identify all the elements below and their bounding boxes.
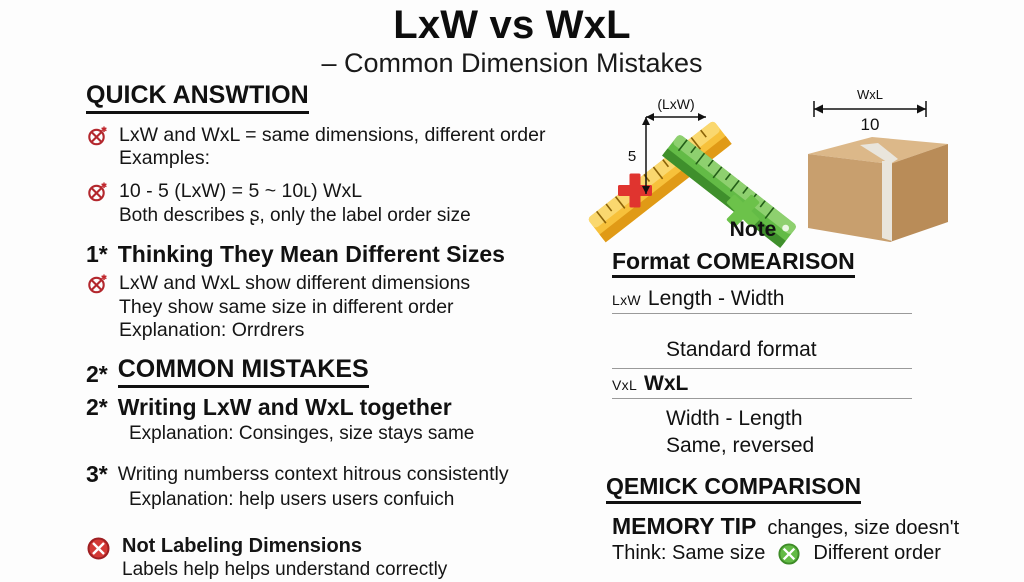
list-item: 10 - 5 (LxW) = 5 ~ 10ʟ) WxL Both describ… [86,180,556,228]
list-item-line: Both describes ʂ, only the label order s… [119,204,471,226]
point-1-section: 1* Thinking They Mean Different Sizes [86,240,556,344]
format-row-lxw-text: Length - Width [647,287,785,311]
point-3-number: 3* [86,460,108,487]
dimension-vertical-label: 5 [628,148,636,165]
header: LxW vs WxL – Common Dimension Mistakes [0,0,1024,79]
list-item-line: Explanation: Orrdrers [119,319,305,342]
box-dimension-label: WxL [857,87,883,102]
list-item-body: LxW and WxL show different dimensions Th… [119,272,556,343]
circle-x-asterisk-icon [86,272,110,296]
point-4-explanation: Labels help helps understand correctly [122,559,448,581]
format-row-lxw: LxW Length - Width [612,287,912,315]
point-2-explanation: Explanation: Consinges, size stays same [129,423,475,445]
list-item-body: LxW and WxL = same dimensions, different… [119,124,556,172]
point-3-header: 3* Writing numberss context hitrous cons… [86,460,556,487]
think-left-text: Think: Same size [612,542,766,565]
illustration-svg: 5 (LxW) [588,87,948,248]
memory-tip-text: changes, size doesn't [767,516,960,539]
standard-format-label: Standard format [666,338,817,362]
point-4-body: Not Labeling Dimensions Labels help help… [122,534,556,582]
quick-answer-heading: QUICK ANSWTION [86,81,309,114]
content-columns: QUICK ANSWTION [0,81,1024,580]
dimension-vertical [642,117,650,194]
illustration: 5 (LxW) [560,82,1020,248]
list-item-line: LxW and WxL show different dimensions [119,271,471,294]
list-item-line: LxW and WxL = same dimensions, different… [119,123,546,146]
circle-x-asterisk-icon [86,180,110,204]
quick-comparison-heading: QEMICK COMPARISON [606,473,862,504]
format-row-wxl: VxL WxL [612,367,912,399]
memory-tip-label: MEMORY TIP [612,512,757,539]
quick-comparison-section: QEMICK COMPARISON MEMORY TIP changes, si… [560,473,1020,565]
format-comparison-heading: Format COMEARISON [612,248,855,279]
quick-answer-section: QUICK ANSWTION [86,81,556,228]
page-title: LxW vs WxL [393,3,631,47]
circle-x-green-icon [777,542,801,566]
note-label: Note [729,218,777,241]
common-mistakes-number: 2* [86,361,108,388]
cross-icon [726,194,760,228]
think-right-text: Different order [813,542,941,565]
point-3-section: 3* Writing numberss context hitrous cons… [86,460,556,512]
point-2-title: Writing LxW and WxL together [117,393,452,420]
right-column: 5 (LxW) [560,82,1020,566]
dimension-horizontal-label: (LxW) [657,96,694,112]
point-4-section: Not Labeling Dimensions Labels help help… [86,534,556,582]
format-comparison-section: Format COMEARISON LxW Length - Width Sta… [560,248,1020,459]
point-2-header: 2* Writing LxW and WxL together [86,393,556,420]
cardboard-box-icon [808,137,948,242]
page-subtitle: – Common Dimension Mistakes [321,48,703,78]
list-item-line: 10 - 5 (LxW) = 5 ~ 10ʟ) WxL [119,180,363,203]
box-dimension-line [813,101,927,117]
circle-x-asterisk-icon [86,124,110,148]
list-item-line: They show same size in different order [119,295,454,318]
point-1-title: Thinking They Mean Different Sizes [117,240,505,267]
common-mistakes-heading: COMMON MISTAKES [117,356,369,388]
point-2-number: 2* [86,393,108,420]
width-length-label: Width - Length [666,406,803,430]
point-3-title: Writing numberss context hitrous consist… [117,463,509,486]
left-column: QUICK ANSWTION [86,81,556,582]
box-value-label: 10 [861,115,880,134]
list-item-body: 10 - 5 (LxW) = 5 ~ 10ʟ) WxL Both describ… [119,180,556,228]
point-3-explanation: Explanation: help users users confuich [129,489,455,511]
format-row-wxl-tag: VxL [612,376,638,393]
list-item-line: Examples: [119,147,211,170]
memory-tip-row: MEMORY TIP changes, size doesn't [606,513,1020,540]
circle-x-icon [86,536,111,561]
point-4-title: Not Labeling Dimensions [122,534,363,557]
list-item: LxW and WxL show different dimensions Th… [86,272,556,343]
point-2-section: 2* Writing LxW and WxL together Explanat… [86,393,556,446]
same-reversed-label: Same, reversed [666,434,815,458]
format-row-wxl-text: WxL [644,371,689,395]
format-row-lxw-tag: LxW [612,292,641,309]
point-1-number: 1* [86,240,108,267]
list-item: LxW and WxL = same dimensions, different… [86,124,556,172]
dimension-horizontal [646,113,706,121]
point-1-header: 1* Thinking They Mean Different Sizes [86,240,556,267]
common-mistakes-header: 2* COMMON MISTAKES [86,356,556,388]
think-row: Think: Same size Different order [606,542,1020,566]
